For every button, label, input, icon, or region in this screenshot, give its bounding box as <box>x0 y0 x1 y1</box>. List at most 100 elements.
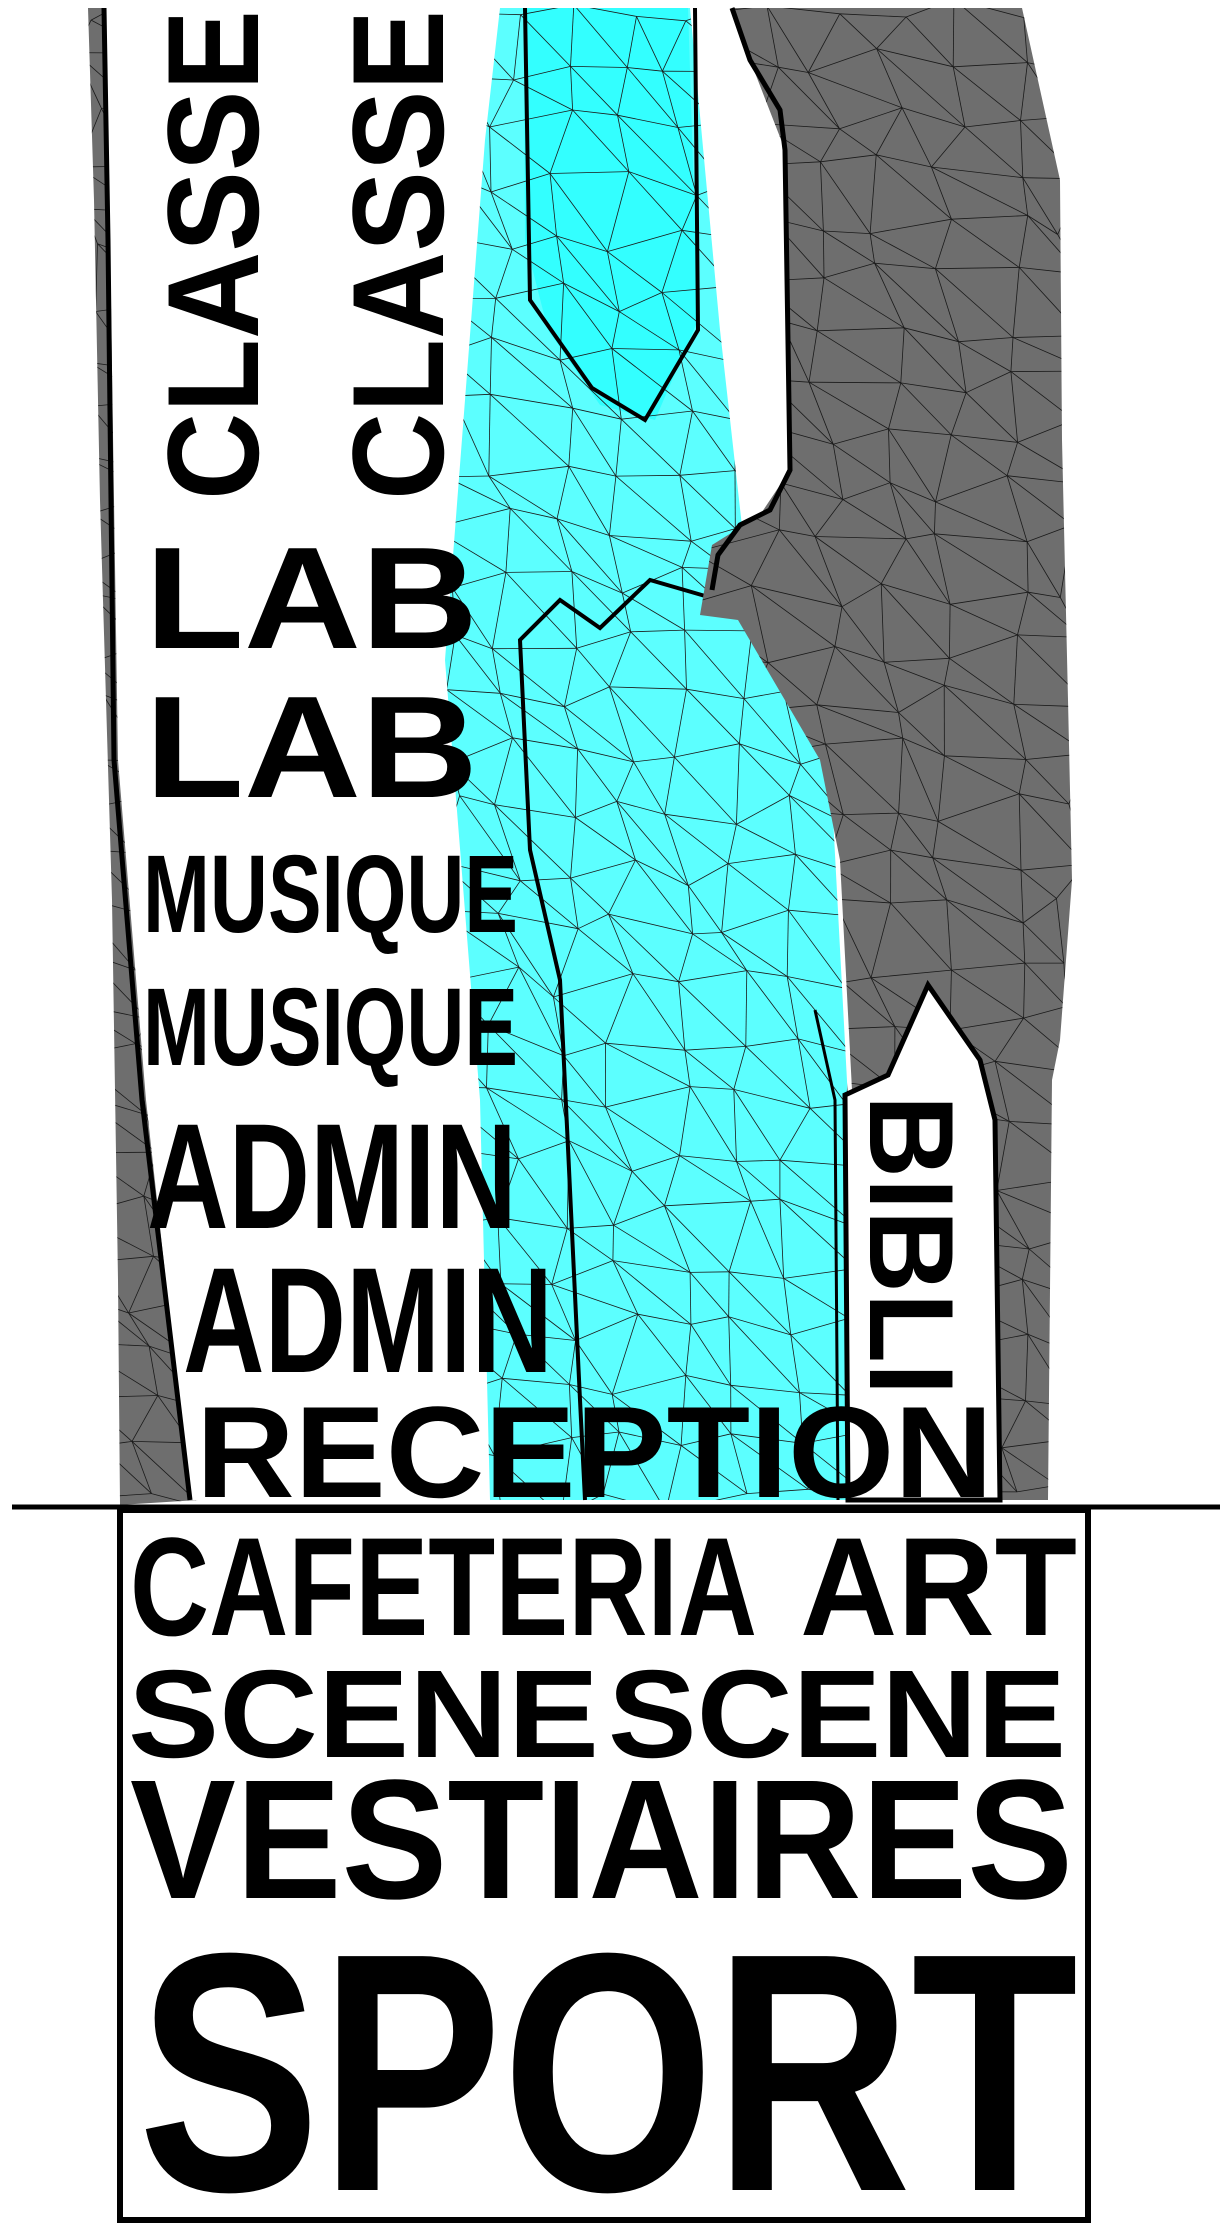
mesh-line <box>611 348 693 412</box>
mesh-line <box>685 1375 731 1386</box>
mesh-line <box>949 1017 1024 1031</box>
mesh-line <box>832 444 844 500</box>
mesh-line <box>1024 962 1067 1007</box>
mesh-line <box>452 572 507 589</box>
mesh-line <box>131 1441 152 1494</box>
mesh-line <box>88 1215 98 1262</box>
mesh-line <box>883 662 899 713</box>
mesh-line <box>1028 591 1061 598</box>
mesh-line <box>99 1445 103 1498</box>
mesh-line <box>563 282 620 312</box>
mesh-line <box>700 585 752 606</box>
mesh-line <box>951 215 1028 220</box>
mesh-line <box>790 1334 850 1396</box>
mesh-line <box>834 646 899 713</box>
mesh-line <box>678 970 747 983</box>
mesh-line <box>766 8 779 68</box>
mesh-line <box>994 1017 1024 1062</box>
mesh-line <box>97 759 146 762</box>
mesh-line <box>74 1056 75 1093</box>
mesh-line <box>708 158 756 166</box>
mesh-line <box>690 1271 730 1273</box>
mesh-line <box>898 712 945 757</box>
mesh-line <box>680 1375 687 1446</box>
mesh-line <box>692 410 736 471</box>
mesh-line <box>734 451 790 471</box>
mesh-line <box>692 410 736 421</box>
mesh-line <box>450 737 513 764</box>
mesh-line <box>1017 634 1072 708</box>
mesh-line <box>513 14 521 81</box>
mesh-line <box>615 475 692 542</box>
mesh-line <box>490 191 513 250</box>
mesh-line <box>949 634 1018 659</box>
mesh-line <box>500 692 578 750</box>
mesh-line <box>816 704 899 713</box>
mesh-line <box>934 533 1028 543</box>
mesh-line <box>727 863 789 911</box>
mesh-line <box>934 533 1029 593</box>
mesh-line <box>611 1394 682 1446</box>
mesh-line <box>489 126 492 193</box>
mesh-line <box>842 499 907 540</box>
mesh-line <box>814 536 882 585</box>
mesh-line <box>934 501 936 534</box>
mesh-line <box>935 475 1008 503</box>
mesh-line <box>1088 707 1092 753</box>
mesh-line <box>78 167 84 209</box>
label-bibli: BIBLI <box>844 1095 978 1395</box>
mesh-line <box>842 982 896 1027</box>
mesh-line <box>952 8 955 67</box>
mesh-line <box>745 1038 799 1047</box>
mesh-line <box>883 661 945 686</box>
mesh-line <box>1021 1279 1029 1335</box>
mesh-line <box>958 341 967 393</box>
mesh-line <box>89 362 137 370</box>
mesh-line <box>778 66 809 73</box>
mesh-line <box>730 1433 809 1490</box>
mesh-line <box>876 154 932 168</box>
mesh-line <box>815 536 907 540</box>
mesh-line <box>1056 1438 1072 1486</box>
mesh-line <box>958 341 1012 372</box>
mesh-line <box>870 977 896 1027</box>
mesh-line <box>820 154 877 163</box>
mesh-line <box>512 737 576 818</box>
mesh-line <box>816 277 825 331</box>
mesh-line <box>609 686 634 763</box>
mesh-line <box>664 1200 751 1207</box>
mesh-line <box>749 421 782 484</box>
mesh-line <box>500 1283 552 1285</box>
mesh-line <box>890 849 933 859</box>
label-lab-1: LAB <box>145 517 478 679</box>
mesh-line <box>949 603 1018 636</box>
mesh-line <box>684 629 752 632</box>
mesh-line <box>1071 1406 1072 1439</box>
mesh-line <box>563 1055 606 1108</box>
mesh-line <box>615 419 622 477</box>
mesh-line <box>602 1431 620 1495</box>
mesh-line <box>1056 898 1065 964</box>
mesh-line <box>754 123 760 166</box>
mesh-line <box>556 235 620 312</box>
mesh-line <box>950 392 967 436</box>
mesh-line <box>935 219 952 269</box>
mesh-line <box>788 764 801 796</box>
mesh-line <box>607 251 663 293</box>
mesh-line <box>494 1455 503 1500</box>
mesh-line <box>556 518 623 594</box>
mesh-line <box>1079 1075 1091 1125</box>
mesh-line <box>491 648 501 694</box>
mesh-line <box>559 359 622 420</box>
mesh-line <box>128 1312 150 1347</box>
mesh-line <box>571 1431 620 1438</box>
mesh-line <box>637 1313 691 1325</box>
label-cafeteria: CAFETERIA <box>130 1508 757 1665</box>
mesh-line <box>898 712 904 739</box>
mesh-line <box>684 1049 735 1090</box>
mesh-line <box>561 1099 633 1172</box>
mesh-line <box>823 262 875 279</box>
mesh-line <box>888 382 902 430</box>
mesh-line <box>952 66 966 128</box>
